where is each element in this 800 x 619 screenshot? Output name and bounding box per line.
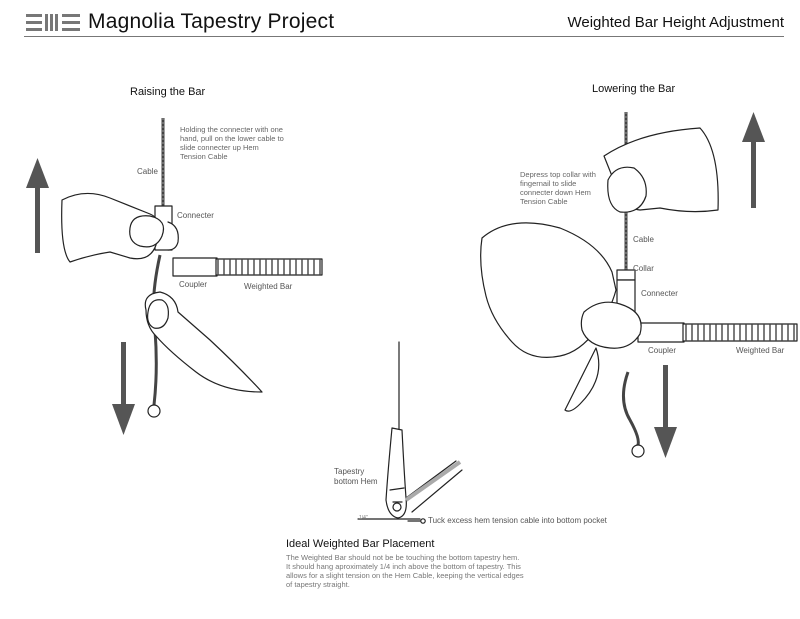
up-arrow-icon [742,112,765,208]
lowering-heading: Lowering the Bar [592,83,676,95]
placement-description: The Weighted Bar should not be be touchi… [286,553,524,589]
page-subtitle: Weighted Bar Height Adjustment [567,14,784,31]
up-arrow-icon [26,158,49,253]
coupler [172,257,218,277]
lowering-instruction: Depress top collar with fingernail to sl… [520,170,596,206]
down-arrow-icon [654,365,677,458]
lowering-weighted-bar-label: Weighted Bar [736,346,785,355]
placement-heading: Ideal Weighted Bar Placement [286,538,435,550]
raising-coupler-label: Coupler [179,280,208,289]
raising-instruction: Holding the connecter with one hand, pul… [180,125,284,161]
logo [26,14,82,32]
logo-mark [26,14,80,31]
coupler-right [637,322,685,343]
lowering-cable-label: Cable [633,235,654,244]
down-arrow-icon [112,342,135,435]
lowering-connecter-label: Connecter [641,289,678,298]
raising-cable [147,118,165,418]
hem-label: Tapestry bottom Hem [334,467,378,486]
weighted-bar-left [215,258,323,276]
lowering-coupler-label: Coupler [648,346,677,355]
page-title: Magnolia Tapestry Project [88,10,335,33]
tuck-note: Tuck excess hem tension cable into botto… [428,516,607,525]
weighted-bar-right [682,323,798,342]
left-upper-hand [61,192,159,263]
left-lower-hand [144,291,263,393]
placement-detail [357,341,463,524]
lowering-collar-label: Collar [633,264,654,273]
quarter-inch-label: 1/4" [359,515,368,521]
raising-heading: Raising the Bar [130,86,206,98]
raising-weighted-bar-label: Weighted Bar [244,282,293,291]
raising-connecter-label: Connecter [177,211,214,220]
raising-cable-label: Cable [137,167,158,176]
header-divider [24,36,784,37]
